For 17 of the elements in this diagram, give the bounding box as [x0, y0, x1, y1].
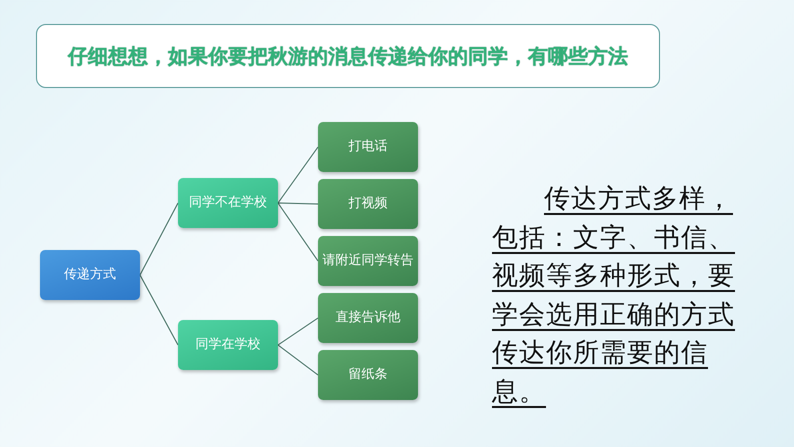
- connector-line: [140, 202, 178, 276]
- description-paragraph: 传达方式多样，包括：文字、书信、视频等多种形式，要学会选用正确的方式传达你所需要的信息。: [492, 183, 736, 408]
- method-box: 打视频: [318, 179, 418, 229]
- method-box: 直接告诉他: [318, 293, 418, 343]
- category-box: 同学在学校: [178, 320, 278, 370]
- connector-line: [278, 344, 318, 376]
- connector-line: [278, 146, 318, 204]
- title: 仔细想想，如果你要把秋游的消息传递给你的同学，有哪些方法: [68, 42, 628, 70]
- connector-line: [278, 202, 318, 204]
- connector-line: [140, 274, 178, 346]
- method-box: 打电话: [318, 122, 418, 172]
- connector-line: [278, 318, 318, 346]
- category-box: 同学不在学校: [178, 178, 278, 228]
- method-box: 留纸条: [318, 350, 418, 400]
- root-box: 传递方式: [40, 250, 140, 300]
- connector-line: [278, 202, 318, 262]
- method-box: 请附近同学转告: [318, 236, 418, 286]
